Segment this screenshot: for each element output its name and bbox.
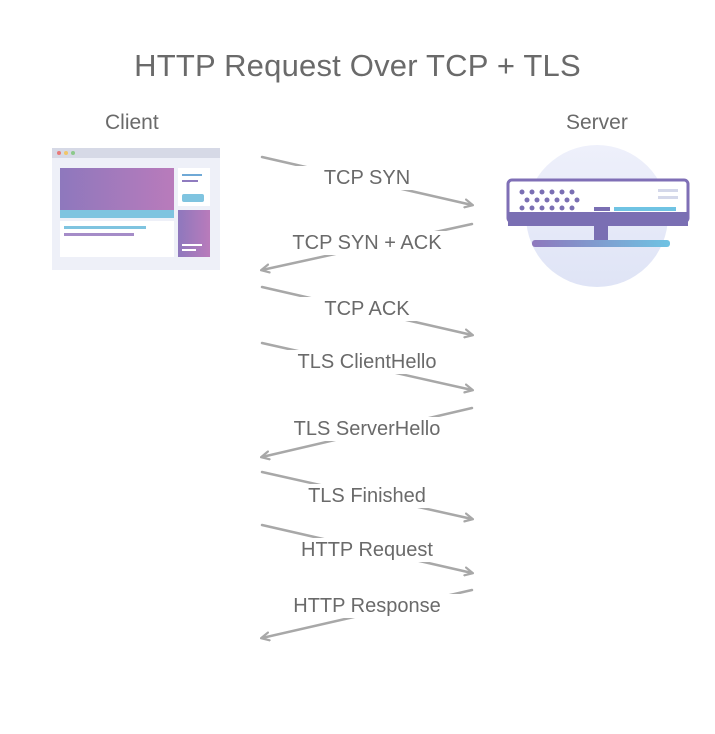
- message-arrows: [262, 155, 472, 638]
- message-label-8: HTTP Response: [247, 594, 487, 618]
- message-label-1: TCP SYN: [247, 166, 487, 190]
- server-vent-dots: [519, 189, 580, 211]
- message-label-2: TCP SYN + ACK: [247, 231, 487, 255]
- server-label: Server: [566, 111, 628, 134]
- message-label-4: TLS ClientHello: [247, 350, 487, 374]
- message-label-5: TLS ServerHello: [247, 417, 487, 441]
- client-label: Client: [105, 111, 159, 134]
- message-label-7: HTTP Request: [247, 538, 487, 562]
- server-rack-icon: [506, 145, 690, 287]
- browser-window-icon: [52, 148, 220, 270]
- message-label-3: TCP ACK: [247, 297, 487, 321]
- message-label-6: TLS Finished: [247, 484, 487, 508]
- diagram-title: HTTP Request Over TCP + TLS: [134, 48, 581, 83]
